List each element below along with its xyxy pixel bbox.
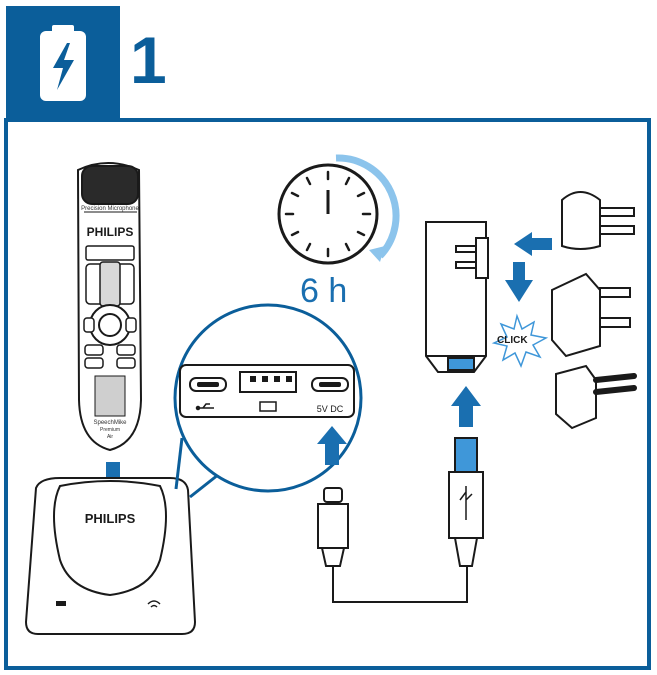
mic-caption: Precision Microphone: [81, 206, 139, 212]
click-label: CLICK: [497, 335, 528, 346]
mic-brand: PHILIPS: [87, 225, 134, 239]
ports-callout: [173, 303, 363, 499]
battery-led-icon: [56, 601, 66, 606]
plug-in-arrow-port: [317, 426, 347, 465]
speaker-grille: [94, 375, 126, 417]
wireless-led-icon: [147, 600, 161, 608]
microphone: [76, 162, 143, 452]
power-adapter: [425, 221, 489, 373]
dock-brand: PHILIPS: [85, 511, 136, 526]
charging-dock: [24, 477, 197, 635]
click-burst-icon: [491, 313, 549, 368]
battery-charging-icon: [40, 25, 86, 101]
step-number: 1: [130, 23, 167, 97]
mic-model-line2: Premium: [100, 427, 120, 433]
mic-model-line3: Air: [107, 434, 113, 440]
attach-arrow-left: [514, 232, 552, 256]
attach-arrow-down: [505, 262, 533, 302]
mic-model-line1: SpeechMike: [93, 420, 127, 426]
plug-in-arrow-adapter: [451, 386, 481, 427]
port-dc-label: 5V DC: [317, 404, 344, 414]
mic-grille: [81, 165, 139, 205]
plug-head-uk: [551, 272, 631, 358]
plug-head-eu: [555, 364, 637, 430]
charge-time-label: 6 h: [300, 272, 347, 310]
plug-head-au: [561, 191, 635, 250]
power-cable-plug: [317, 487, 349, 567]
header-icon-block: [6, 6, 120, 120]
power-cable: [332, 566, 468, 603]
usb-icon: [459, 486, 473, 520]
clock-icon: [277, 154, 400, 265]
usb-symbol-icon: [195, 403, 214, 411]
dock-symbol-icon: [259, 401, 277, 412]
